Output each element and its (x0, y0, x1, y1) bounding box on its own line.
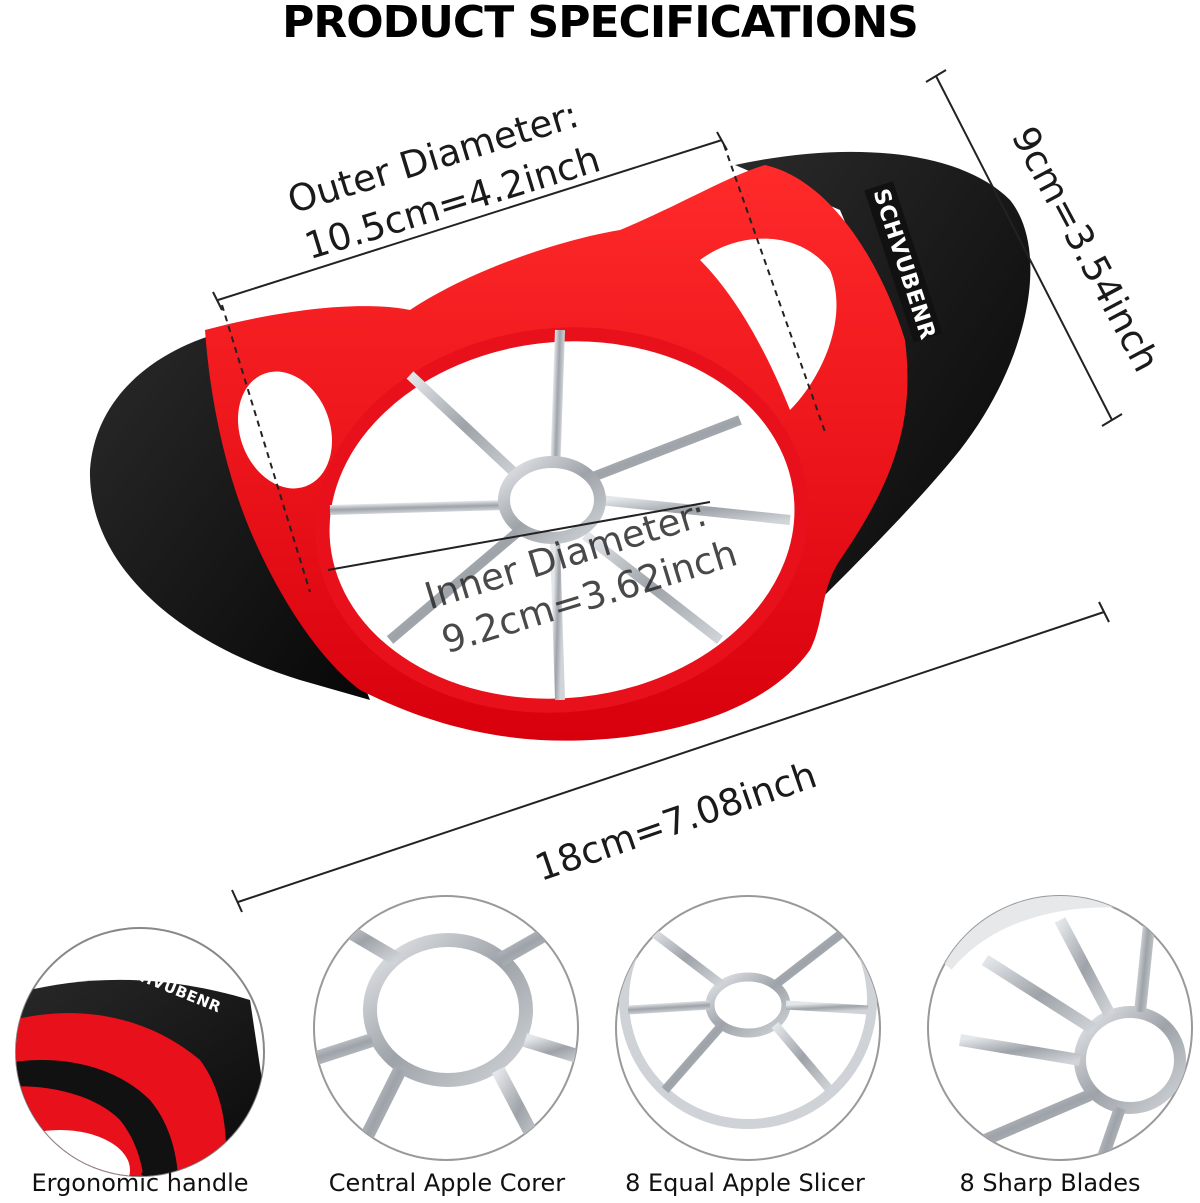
apple-slicer-product: SCHVUBENR (89, 151, 1031, 741)
feature-image-blades (927, 895, 1193, 1161)
feature-image-slicer (615, 895, 881, 1161)
feature-caption-slicer: 8 Equal Apple Slicer (625, 1169, 865, 1197)
blades (329, 329, 791, 701)
page-title: PRODUCT SPECIFICATIONS (282, 0, 919, 48)
dimension-lines (212, 69, 1123, 913)
feature-caption-handle: Ergonomic handle (31, 1169, 249, 1197)
feature-image-corer (313, 895, 579, 1161)
feature-caption-corer: Central Apple Corer (328, 1169, 566, 1197)
feature-caption-blades: 8 Sharp Blades (959, 1169, 1141, 1197)
feature-image-handle: SCHVUBENR (15, 927, 265, 1177)
